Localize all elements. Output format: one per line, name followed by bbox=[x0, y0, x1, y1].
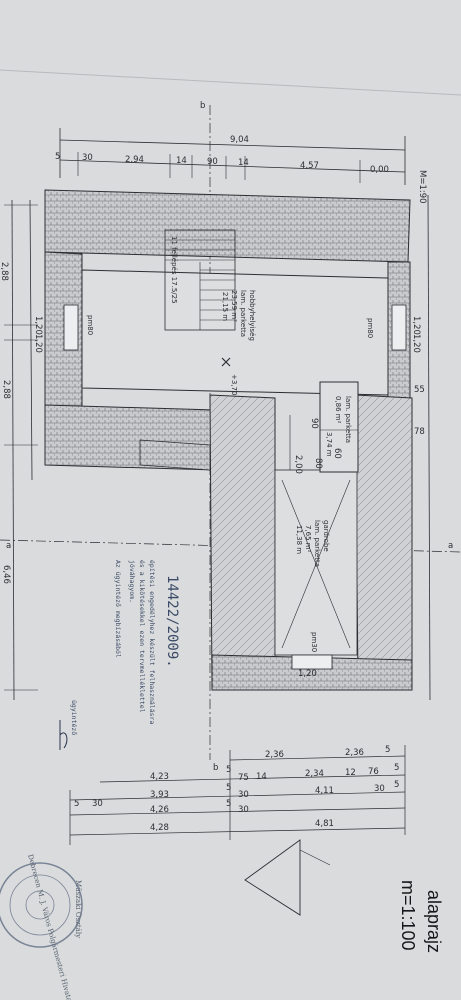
room-wardrobe-area: 7,65 m² bbox=[304, 525, 312, 553]
room-wc-area: 0,86 m² bbox=[334, 396, 342, 424]
note-line-3: jóváhagyom. bbox=[128, 560, 136, 603]
bottom-r2-7: 5 bbox=[394, 763, 399, 773]
room-wardrobe-perimeter: 11,38 m bbox=[295, 525, 303, 554]
left-dim-3: 1,20 bbox=[33, 334, 43, 353]
bottom-r1-0: 2,36 bbox=[265, 750, 284, 760]
bottom-r2-2: 75 bbox=[238, 773, 249, 783]
bottom-r4-4: 30 bbox=[238, 805, 249, 815]
room-wardrobe-name: gardrobe bbox=[322, 520, 330, 552]
bottom-r4-1: 30 bbox=[92, 799, 103, 809]
bottom-r1-2: 5 bbox=[385, 745, 390, 755]
section-mark-bottom: b bbox=[213, 763, 218, 773]
right-dim-2: 1,20 bbox=[411, 334, 421, 353]
right-dim-4: 78 bbox=[414, 427, 425, 437]
room-wc-perimeter: 3,74 m bbox=[325, 432, 333, 457]
note-line-2: és a kikötésekkel ezen tervmelléklettel bbox=[138, 560, 146, 713]
bottom-r3-4: 30 bbox=[374, 784, 385, 794]
section-mark-top: b bbox=[200, 101, 205, 111]
room-hobby: hobbyhelyiség lam. parketta 23,59 m² 21,… bbox=[221, 290, 256, 341]
bottom-r2-0: 4,23 bbox=[150, 772, 169, 782]
section-mark-left: a bbox=[6, 541, 11, 551]
note-number: 14422/2009. bbox=[164, 575, 180, 668]
bottom-r1-1: 2,36 bbox=[345, 748, 364, 758]
dim-total: 9,04 bbox=[230, 135, 249, 145]
dim-seg-3: 14 bbox=[176, 156, 187, 166]
room-wc-floor: lam. parketta bbox=[344, 396, 352, 443]
bottom-r5-1: 4,81 bbox=[315, 819, 334, 829]
inner-dim-4: 60 bbox=[332, 448, 342, 459]
inner-dim-3: 90 bbox=[309, 418, 319, 429]
inner-dim-5: 1,20 bbox=[298, 669, 317, 679]
top-dimension-chain: 9,04 5 30 2,94 14 90 14 4,57 0,00 M=1:90 bbox=[55, 128, 427, 204]
orientation-symbol-icon bbox=[244, 839, 331, 916]
stairs-label: 11 fellépés 17.5/25 bbox=[170, 236, 178, 304]
room-hobby-floor: lam. parketta bbox=[239, 290, 247, 337]
staircase: 11 fellépés 17.5/25 bbox=[164, 229, 236, 331]
room-wardrobe: gardrobe lam. parketta 7,65 m² 11,38 m bbox=[295, 520, 330, 567]
dim-seg-6: 4,57 bbox=[300, 161, 319, 171]
approval-note: 14422/2009. építési engedélyhez készült … bbox=[59, 560, 180, 750]
paper-fold bbox=[0, 69, 461, 96]
note-line-4: Az ügyintéző megbízásából bbox=[114, 560, 123, 658]
dim-seg-5: 14 bbox=[238, 158, 249, 168]
window-left-label: pm80 bbox=[86, 315, 94, 335]
note-line-1: építési engedélyhez készült felhasználás… bbox=[148, 560, 156, 724]
window-bottom-label: pm30 bbox=[310, 632, 318, 652]
left-dim-1: 2,88 bbox=[0, 262, 9, 281]
bottom-r4-3: 5 bbox=[226, 799, 231, 809]
left-dim-5: 6,46 bbox=[1, 565, 11, 584]
dim-left-5: 5 bbox=[55, 152, 60, 162]
bottom-r2-4: 2,34 bbox=[305, 769, 324, 779]
bottom-r2-5: 12 bbox=[345, 768, 356, 778]
bottom-r5-0: 4,28 bbox=[150, 823, 169, 833]
bottom-r2-1: 5 bbox=[226, 765, 231, 775]
title-block: alaprajz m=1:100 bbox=[398, 880, 444, 953]
bottom-r3-5: 5 bbox=[394, 780, 399, 790]
dim-seg-2: 2,94 bbox=[125, 155, 144, 165]
bottom-r3-1: 5 bbox=[226, 783, 231, 793]
bottom-r4-2: 4,26 bbox=[150, 805, 169, 815]
level-label: +3,70 bbox=[230, 374, 238, 395]
signature-mark bbox=[59, 720, 68, 750]
title-name: alaprajz bbox=[424, 890, 444, 953]
right-dim-3: 55 bbox=[414, 385, 425, 395]
section-mark-right: a bbox=[448, 541, 453, 551]
coat-of-arms-icon bbox=[25, 890, 55, 920]
room-hobby-area: 23,59 m² bbox=[230, 290, 238, 322]
room-wc: lam. parketta 0,86 m² 3,74 m bbox=[325, 396, 352, 457]
bottom-r2-3: 14 bbox=[256, 772, 267, 782]
bottom-r3-3: 4,11 bbox=[315, 786, 334, 796]
signature-label: ügyintéző bbox=[70, 700, 79, 735]
windows: pm80 pm80 pm30 bbox=[63, 304, 407, 670]
right-dim-1: 1,20 bbox=[411, 316, 421, 335]
room-hobby-name: hobbyhelyiség bbox=[248, 290, 256, 341]
title-scale: m=1:100 bbox=[398, 880, 418, 951]
scale-top-right: M=1:90 bbox=[417, 170, 427, 204]
left-dim-4: 2,88 bbox=[1, 380, 11, 399]
inner-dimensions: 2,00 80 90 60 1,20 bbox=[289, 415, 342, 679]
bottom-dimension-chain: 2,36 2,36 5 4,23 5 75 14 2,34 12 76 5 3,… bbox=[69, 745, 406, 845]
inner-dim-2: 80 bbox=[313, 458, 323, 469]
dim-seg-4: 90 bbox=[207, 157, 218, 167]
bottom-r3-2: 30 bbox=[238, 790, 249, 800]
left-dimension-chain: 2,88 1,20 1,20 2,88 6,46 bbox=[0, 199, 43, 701]
room-wardrobe-floor: lam. parketta bbox=[313, 520, 321, 567]
stamp-inner-text: Műszaki Osztály bbox=[74, 880, 83, 938]
level-marker: +3,70 bbox=[221, 357, 238, 395]
bottom-r3-0: 3,93 bbox=[150, 790, 169, 800]
bottom-r4-0: 5 bbox=[74, 799, 79, 809]
window-right-label: pm80 bbox=[366, 318, 374, 338]
room-hobby-perimeter: 21,15 m bbox=[221, 292, 229, 321]
dim-seg-1: 30 bbox=[82, 153, 93, 163]
dim-seg-7: 0,00 bbox=[370, 165, 389, 175]
left-dim-2: 1,20 bbox=[33, 316, 43, 335]
building-walls bbox=[44, 189, 413, 691]
inner-dim-1: 2,00 bbox=[293, 455, 303, 474]
right-dimension-chain: 1,20 1,20 55 78 bbox=[411, 194, 431, 701]
bottom-r2-6: 76 bbox=[368, 767, 379, 777]
